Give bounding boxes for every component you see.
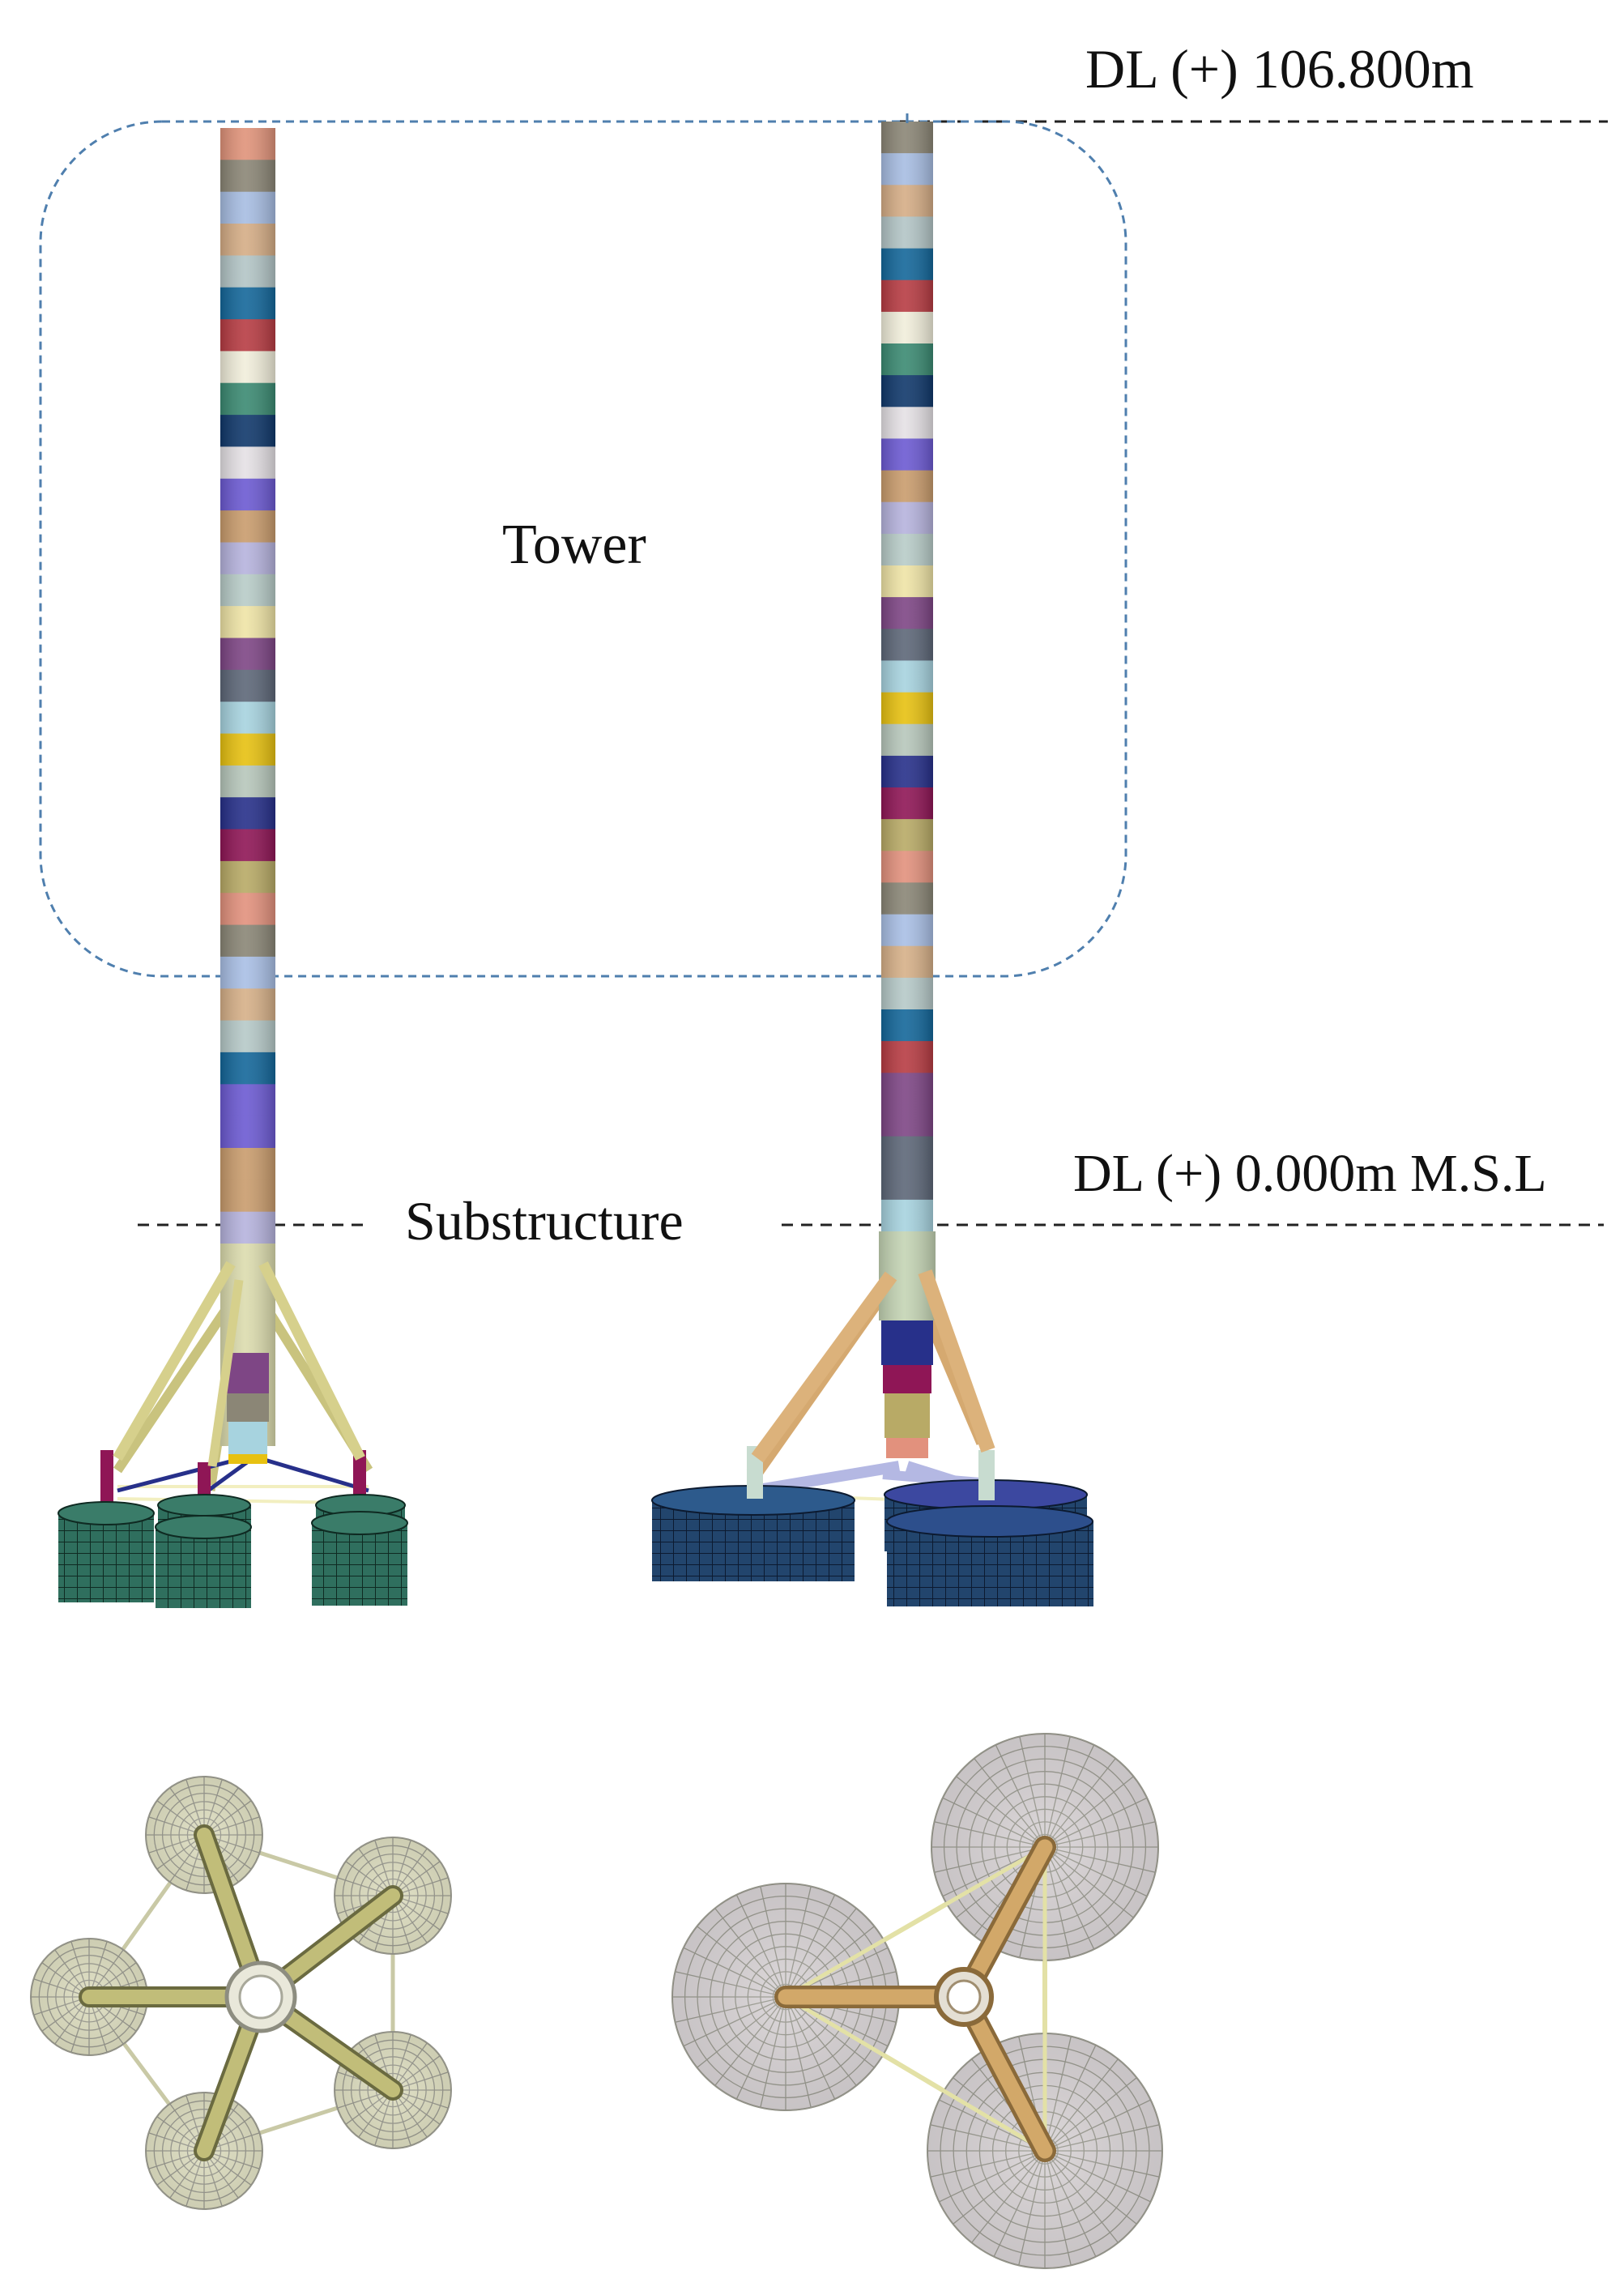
right-bucket-c: [886, 1505, 1093, 1606]
left-tower: [220, 128, 275, 1244]
msl-level-label: DL (+) 0.000m M.S.L: [1073, 1144, 1547, 1203]
tower-label: Tower: [502, 514, 646, 576]
plan-view-right: [671, 1733, 1163, 2269]
left-bucket-e: [311, 1511, 408, 1606]
right-jacket-structure: [651, 113, 1093, 1606]
top-level-label: DL (+) 106.800m: [1085, 38, 1474, 100]
substructure-label: Substructure: [405, 1190, 684, 1252]
left-bucket-a: [58, 1501, 155, 1602]
right-bucket-a: [651, 1485, 855, 1581]
left-jacket-structure: [58, 128, 408, 1608]
left-bucket-d: [155, 1515, 252, 1608]
right-tower: [881, 113, 933, 1232]
plan-view-left: [30, 1776, 452, 2210]
tower-region-box: [39, 120, 1127, 978]
